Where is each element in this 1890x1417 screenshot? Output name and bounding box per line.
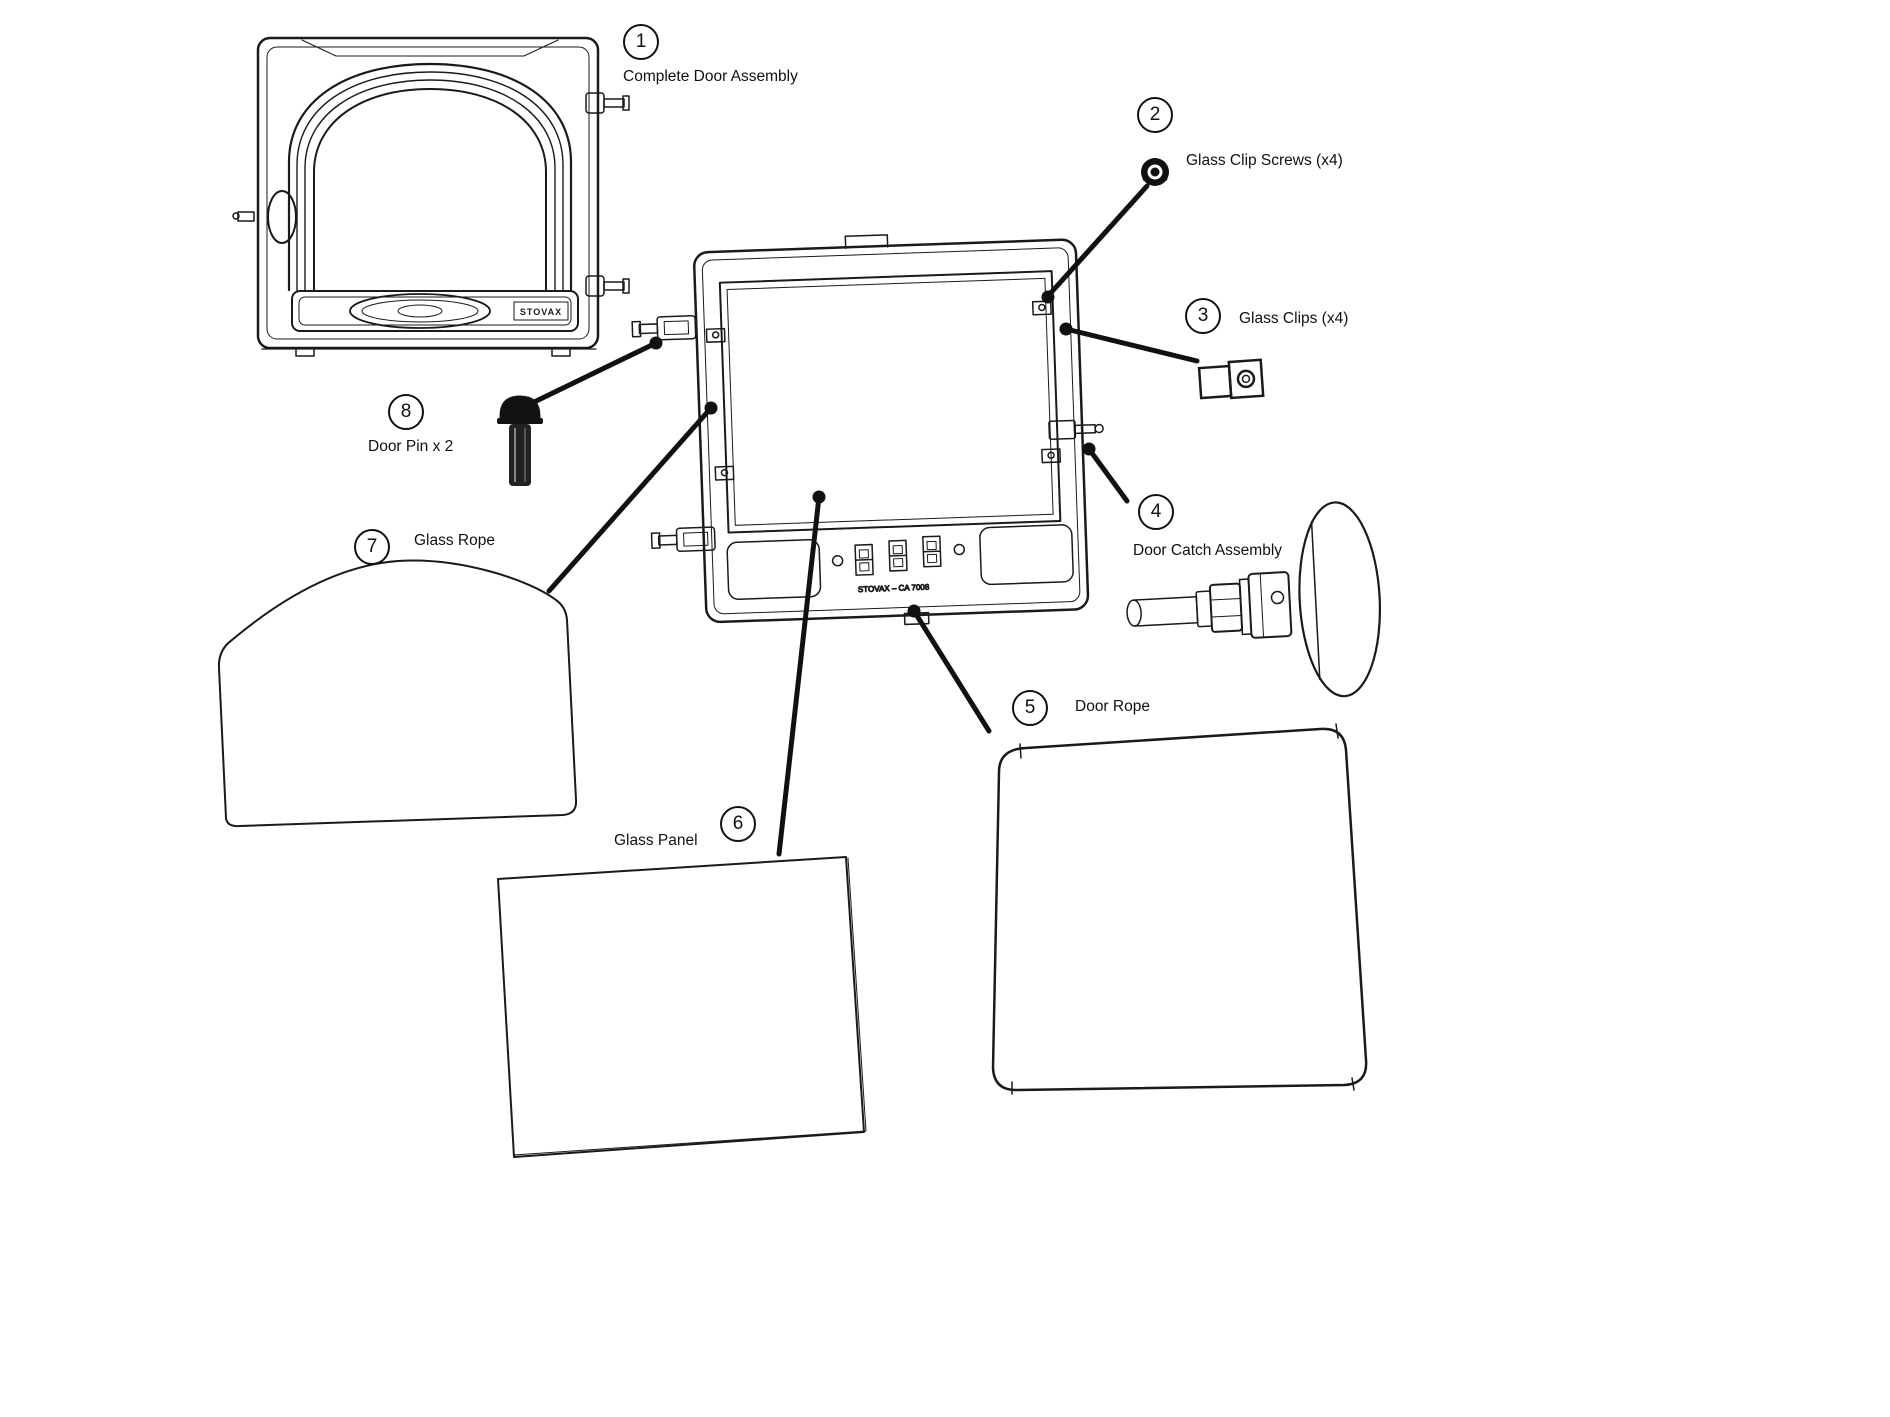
callout-badge-3: 3 <box>1185 298 1221 334</box>
callout-badge-4: 4 <box>1138 494 1174 530</box>
door-catch-assembly-drawing <box>1126 501 1382 698</box>
part-label-complete-door-assembly: Complete Door Assembly <box>623 68 798 85</box>
part-label-glass-panel: Glass Panel <box>614 832 698 849</box>
part-label-glass-clips: Glass Clips (x4) <box>1239 310 1349 327</box>
frame-marking-text: STOVAX – CA 7008 <box>858 583 930 595</box>
glass-panel-drawing <box>497 856 867 1158</box>
frame-catch-spindle <box>1048 419 1104 440</box>
callout-badge-2: 2 <box>1137 97 1173 133</box>
callout-badge-1: 1 <box>623 24 659 60</box>
door-handle-boss <box>232 190 297 244</box>
door-pin-icon <box>497 395 543 486</box>
glass-clip-icon <box>1197 358 1265 400</box>
glass-rope-drawing <box>217 559 578 828</box>
callout-badge-6: 6 <box>720 806 756 842</box>
door-rope-drawing <box>991 723 1368 1095</box>
leader-lines <box>525 183 1200 857</box>
door-hinge-bottom <box>585 275 630 297</box>
frame-hinge-top <box>631 314 697 341</box>
part-label-door-rope: Door Rope <box>1075 698 1150 715</box>
frame-hinge-bottom <box>650 526 716 553</box>
callout-badge-5: 5 <box>1012 690 1048 726</box>
door-logo-text: STOVAX <box>520 307 562 317</box>
part-label-door-catch-assembly: Door Catch Assembly <box>1133 542 1283 559</box>
door-airwash-bar <box>291 290 579 332</box>
callout-badge-8: 8 <box>388 394 424 430</box>
part-label-door-pin: Door Pin x 2 <box>368 438 454 455</box>
part-label-glass-clip-screws: Glass Clip Screws (x4) <box>1186 152 1343 169</box>
callout-badge-7: 7 <box>354 529 390 565</box>
glass-clip-screw-icon <box>1141 158 1169 186</box>
complete-door-assembly-drawing <box>232 36 630 357</box>
frame-glass-clips <box>705 300 1062 481</box>
frame-bottom-band <box>726 524 1074 600</box>
door-hinge-top <box>585 92 630 114</box>
door-frame-drawing: STOVAX – CA 7008 <box>631 234 1104 626</box>
part-label-glass-rope: Glass Rope <box>414 532 495 549</box>
